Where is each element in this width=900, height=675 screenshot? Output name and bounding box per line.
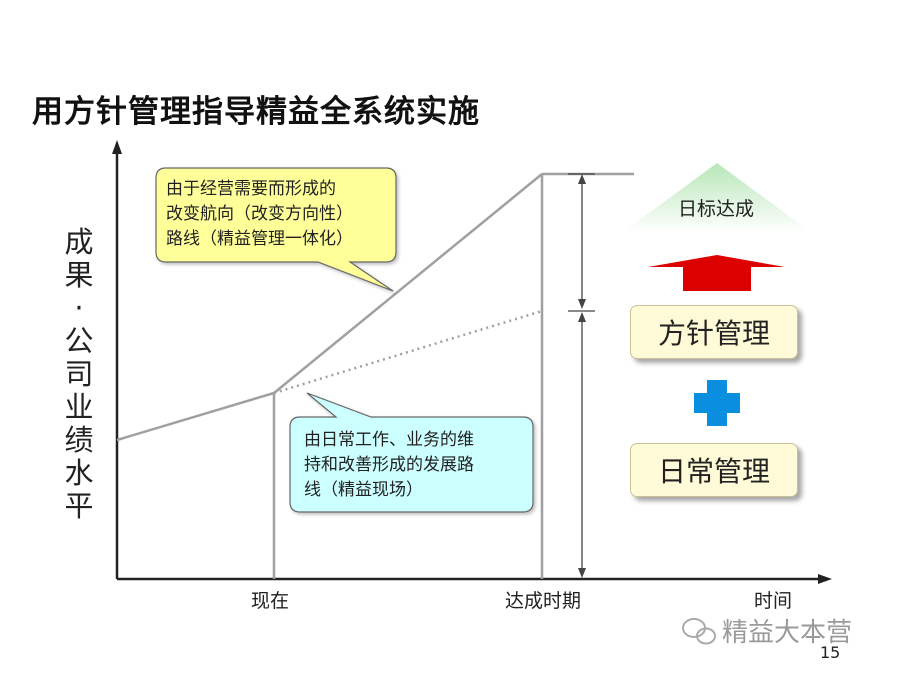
goal-achieved-label: 日标达成 (677, 198, 754, 220)
lower-callout-line-1: 由日常工作、业务的维 (304, 430, 474, 450)
daily-management-label: 日常管理 (657, 455, 770, 488)
policy-management-label: 方针管理 (657, 317, 770, 350)
upper-callout-text: 由于经营需要而形成的 改变航向（改变方向性） 路线（精益管理一体化） (166, 177, 353, 252)
upper-callout-line-1: 由于经营需要而形成的 (166, 179, 336, 199)
watermark: 精益大本营 (722, 612, 852, 649)
baseline-trend-line (116, 391, 275, 442)
x-tick-target-period: 达成时期 (505, 590, 582, 612)
daily-trend-dotted-line (273, 309, 543, 395)
daily-gap-arrow (568, 310, 595, 578)
policy-management-box: 方针管理 (630, 305, 798, 359)
blue-plus-icon (694, 380, 740, 426)
page-title: 用方针管理指导精益全系统实施 (32, 94, 480, 130)
goal-triangle (622, 163, 812, 233)
x-tick-now: 现在 (251, 590, 290, 612)
lower-callout-bubble (289, 392, 534, 513)
policy-trend-line (273, 173, 543, 394)
upper-callout-line-3: 路线（精益管理一体化） (166, 229, 353, 249)
x-axis-time-label: 时间 (754, 590, 793, 612)
upper-callout-bubble (155, 167, 397, 292)
y-axis-label: 成果·公司业绩水平 (64, 225, 94, 523)
x-axis (117, 574, 832, 584)
lower-callout-line-2: 持和改善形成的发展路 (304, 455, 474, 475)
red-up-arrow (648, 255, 785, 291)
lower-callout-text: 由日常工作、业务的维 持和改善形成的发展路 线（精益现场） (304, 428, 474, 503)
daily-management-box: 日常管理 (630, 443, 798, 497)
policy-gap-arrow (568, 173, 595, 309)
y-axis (112, 140, 122, 579)
upper-callout-line-2: 改变航向（改变方向性） (166, 204, 353, 224)
watermark-text: 精益大本营 (722, 618, 853, 648)
page-number: 15 (820, 643, 841, 662)
lower-callout-line-3: 线（精益现场） (304, 480, 423, 500)
wechat-icon (682, 618, 716, 645)
